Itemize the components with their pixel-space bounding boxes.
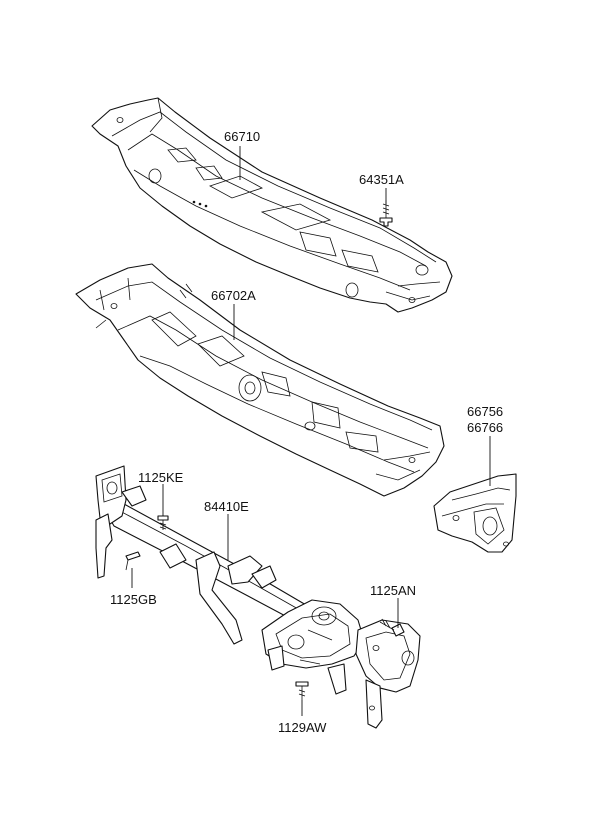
callout-64351a: 64351A (359, 172, 404, 187)
bolt-1125an-part (379, 618, 405, 637)
callout-1125ke: 1125KE (138, 470, 184, 485)
bolt-1125gb-part (125, 551, 141, 571)
screw-64351a-part (379, 200, 393, 227)
callout-66756: 66756 (467, 404, 503, 419)
callout-1129aw: 1129AW (278, 720, 327, 735)
bolt-1125ke-part (157, 515, 169, 530)
callout-1125an: 1125AN (370, 583, 416, 598)
callout-66766: 66766 (467, 420, 503, 435)
callout-1125gb: 1125GB (110, 592, 157, 607)
bolt-1129aw-part (295, 681, 309, 700)
side-bracket-part (433, 473, 517, 553)
callout-66710: 66710 (224, 129, 260, 144)
cowl-top-cover-part (91, 97, 453, 313)
cross-bar-assembly-part (95, 465, 421, 729)
callout-66702a: 66702A (211, 288, 256, 303)
callout-84410e: 84410E (204, 499, 249, 514)
cowl-panel-part (75, 263, 445, 497)
leader-lines (131, 146, 491, 716)
